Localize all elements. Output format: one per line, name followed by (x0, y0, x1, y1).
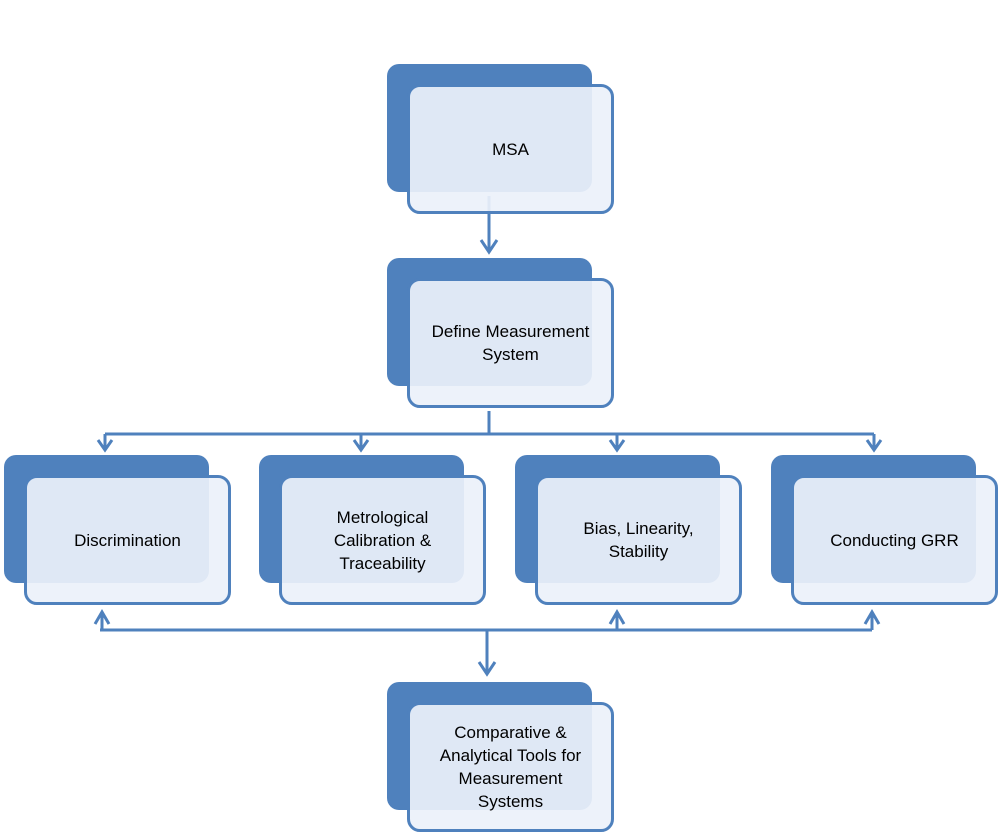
grr-node-box: Conducting GRR (791, 475, 998, 605)
comparative-node-label: Comparative & Analytical Tools for Measu… (439, 723, 582, 811)
metrological-node-label: Metrological Calibration & Traceability (333, 507, 432, 573)
discrimination-node-label: Discrimination (74, 530, 181, 550)
msa-node-box: MSA (407, 84, 614, 214)
define-node-label: Define Measurement System (431, 322, 590, 364)
msa-node-label: MSA (492, 139, 529, 159)
bias-node-box: Bias, Linearity, Stability (535, 475, 742, 605)
comparative-node-box: Comparative & Analytical Tools for Measu… (407, 702, 614, 832)
bias-node-label: Bias, Linearity, Stability (583, 519, 694, 561)
define-node-box: Define Measurement System (407, 278, 614, 408)
arrow-bottom-bus (93, 609, 881, 677)
discrimination-node-box: Discrimination (24, 475, 231, 605)
arrow-define-to-children (96, 411, 883, 453)
metrological-node-box: Metrological Calibration & Traceability (279, 475, 486, 605)
grr-node-label: Conducting GRR (830, 530, 959, 550)
